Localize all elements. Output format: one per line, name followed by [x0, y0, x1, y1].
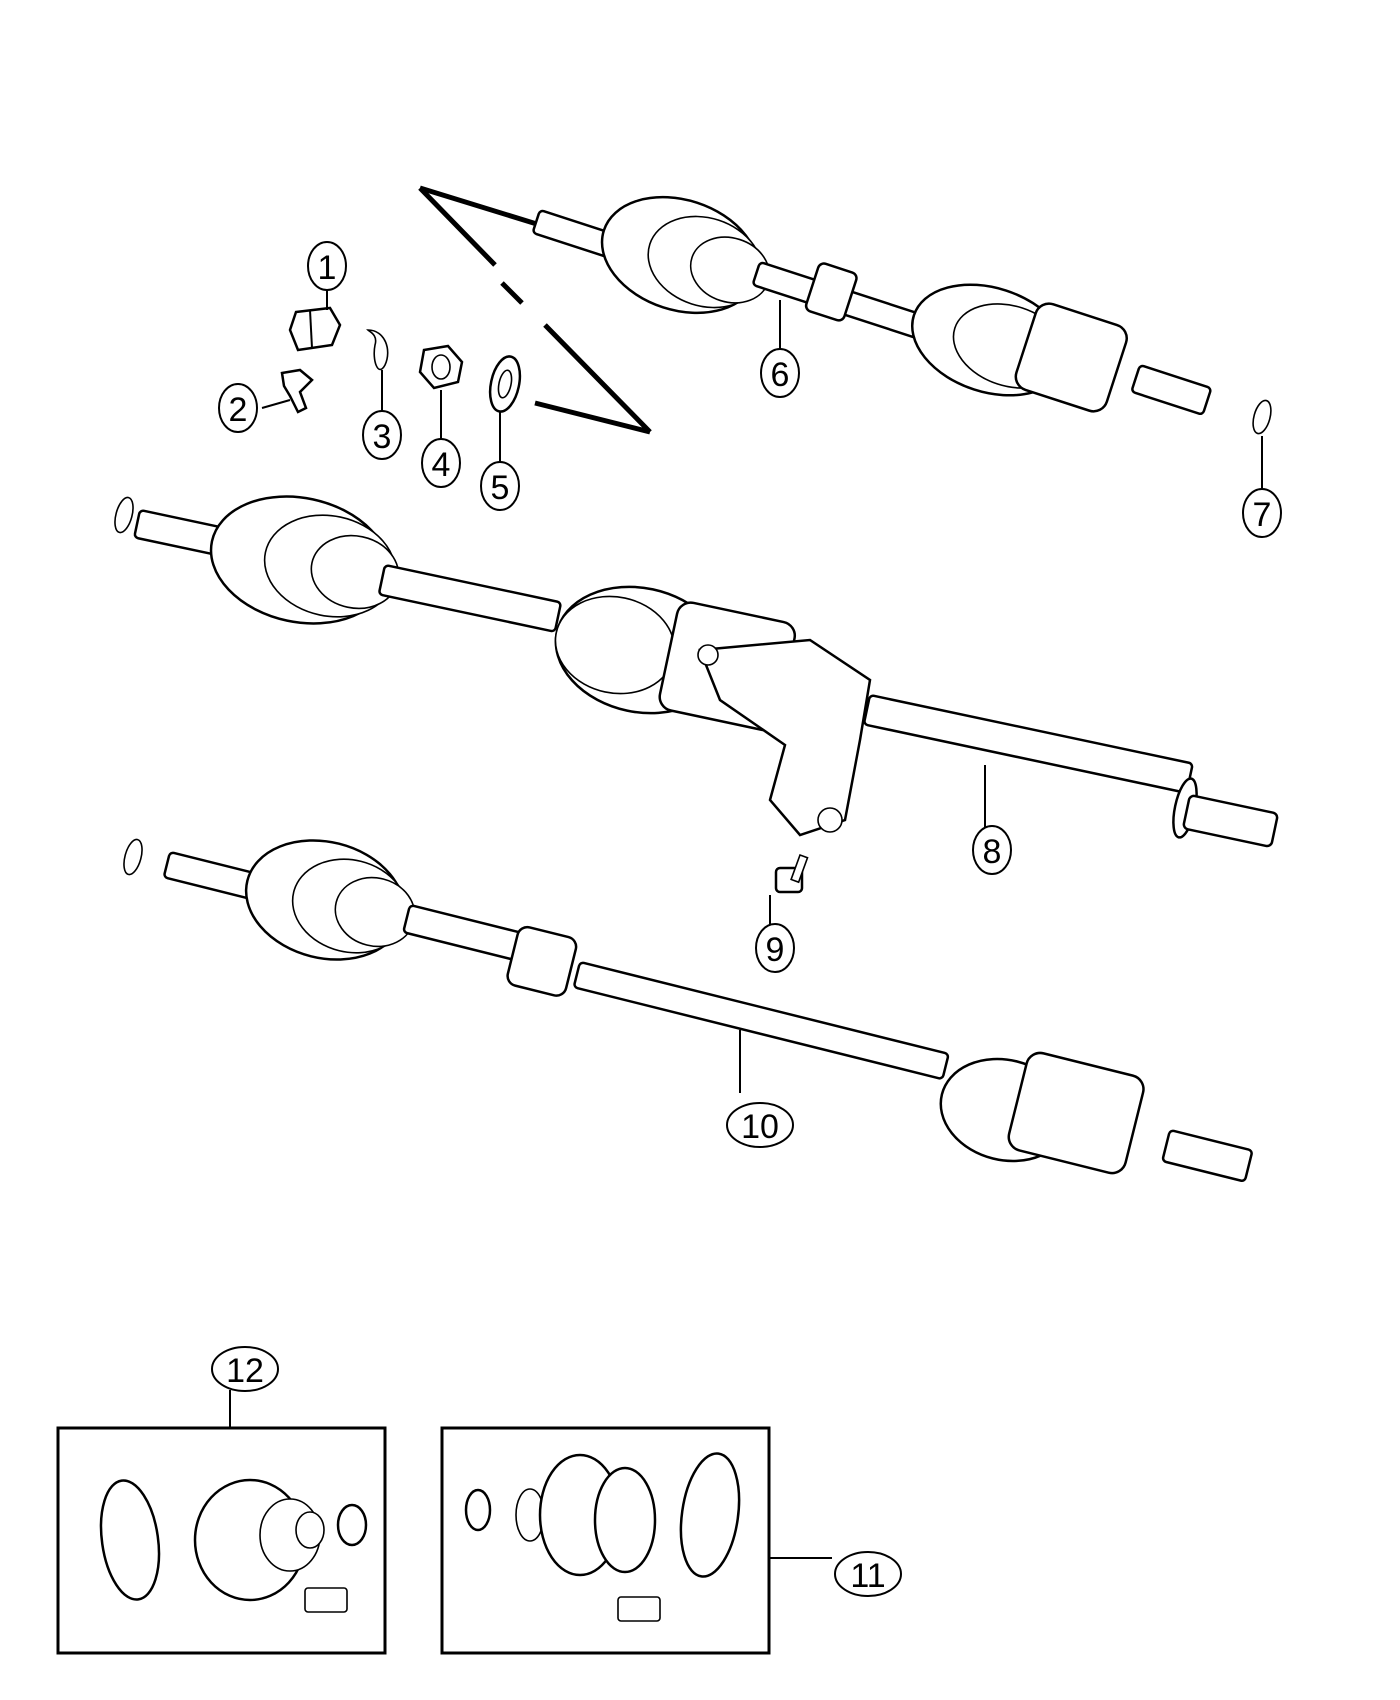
- callout-1: 1: [307, 241, 347, 291]
- callout-5: 5: [480, 461, 520, 511]
- callout-3-label: 3: [373, 418, 392, 456]
- callout-7-label: 7: [1253, 496, 1272, 534]
- callout-1-label: 1: [318, 249, 337, 287]
- callout-9: 9: [755, 923, 795, 973]
- callout-6-label: 6: [771, 356, 790, 394]
- callout-4-label: 4: [432, 446, 451, 484]
- mounting-bolt[interactable]: [774, 853, 809, 894]
- callout-12: 12: [211, 1346, 279, 1392]
- callout-9-label: 9: [766, 931, 785, 969]
- front-axle-shaft-assembly-upper[interactable]: [418, 178, 1212, 435]
- callout-8-label: 8: [983, 833, 1002, 871]
- callout-12-label: 12: [226, 1352, 264, 1390]
- snap-ring-right[interactable]: [1250, 399, 1274, 436]
- callout-7: 7: [1242, 488, 1282, 538]
- callout-10-label: 10: [741, 1108, 779, 1146]
- kit-box-12[interactable]: [56, 1426, 387, 1655]
- callout-6: 6: [760, 348, 800, 398]
- hub-nut[interactable]: [288, 306, 342, 352]
- front-axle-shaft-with-bracket[interactable]: [112, 481, 1279, 848]
- callout-11-label: 11: [850, 1557, 885, 1595]
- callout-2: 2: [218, 383, 258, 433]
- washer[interactable]: [485, 354, 524, 415]
- nut-retainer[interactable]: [280, 368, 314, 414]
- callout-10: 10: [726, 1102, 794, 1148]
- callout-4: 4: [421, 438, 461, 488]
- callout-2-label: 2: [229, 391, 248, 429]
- hex-nut[interactable]: [418, 344, 464, 390]
- callout-11: 11: [834, 1551, 902, 1597]
- callout-8: 8: [972, 825, 1012, 875]
- kit-box-11[interactable]: [440, 1426, 771, 1655]
- front-axle-shaft-assembly-lower[interactable]: [121, 824, 1253, 1183]
- cotter-pin[interactable]: [366, 329, 389, 371]
- callout-3: 3: [362, 410, 402, 460]
- callout-5-label: 5: [491, 469, 510, 507]
